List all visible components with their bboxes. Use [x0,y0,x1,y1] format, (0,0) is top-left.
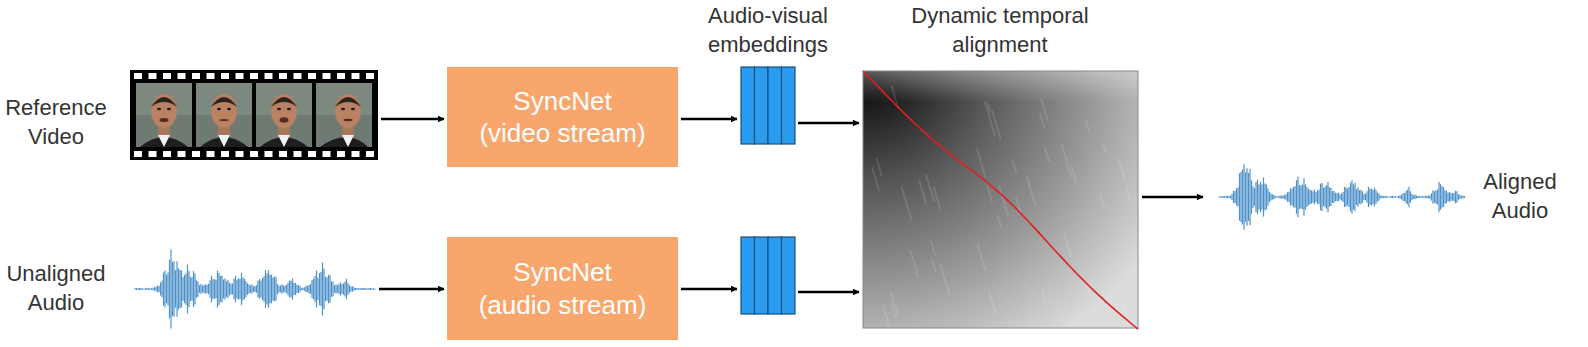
box-title: SyncNet (audio stream) [478,256,648,321]
annotation-label: Reference Video [0,94,112,151]
box-title: SyncNet (video stream) [478,85,648,150]
alignment-matrix [863,71,1138,340]
process-box: SyncNet (audio stream) [447,237,678,340]
annotation-label: Unaligned Audio [0,260,112,317]
process-box: SyncNet (video stream) [447,67,678,167]
annotation-label: Dynamic temporal alignment [898,2,1103,59]
waveform [135,249,375,328]
annotation-label: Audio-visual embeddings [698,2,838,59]
waveform [1220,164,1465,229]
embedding-block [741,67,795,314]
film-strip [130,70,378,160]
annotation-label: Aligned Audio [1470,168,1570,225]
